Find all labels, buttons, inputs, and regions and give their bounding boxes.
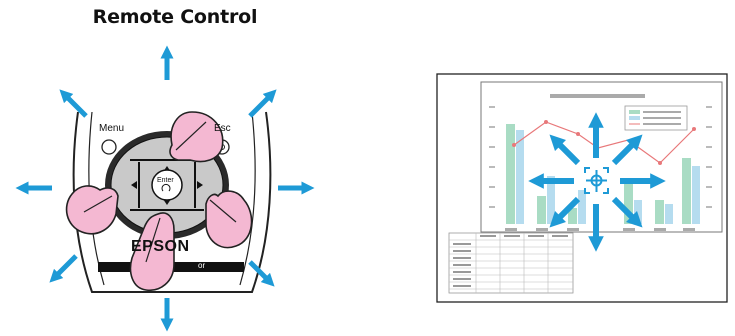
- brand-sub: or: [198, 261, 206, 270]
- left-key-icon: [131, 181, 137, 189]
- enter-label: Enter: [157, 177, 174, 184]
- arrow-up-right-icon: [611, 134, 643, 166]
- remote-direction-arrows: [15, 45, 315, 332]
- arrow-down-right-icon: [611, 196, 643, 228]
- menu-button[interactable]: [101, 139, 117, 155]
- finger-icon: [65, 111, 253, 291]
- screen-direction-arrows: [528, 112, 666, 252]
- arrow-up-left-icon: [549, 134, 581, 166]
- arrow-up-left-icon: [59, 89, 88, 118]
- arrow-down-right-icon: [248, 260, 275, 287]
- menu-label: Menu: [99, 123, 125, 134]
- brand-logo: EPSON: [131, 238, 190, 255]
- data-table: [448, 232, 574, 294]
- chart-bars: [506, 124, 700, 224]
- esc-label: Esc: [214, 123, 231, 134]
- pointer-cursor-icon: [584, 167, 609, 194]
- projected-screen: [436, 73, 728, 303]
- enter-button[interactable]: [151, 169, 183, 201]
- arrow-down-left-icon: [49, 254, 78, 283]
- diagram-title: Remote Control: [92, 6, 258, 28]
- arrow-down-left-icon: [549, 196, 581, 228]
- arrow-up-right-icon: [248, 89, 277, 118]
- right-key-icon: [197, 181, 203, 189]
